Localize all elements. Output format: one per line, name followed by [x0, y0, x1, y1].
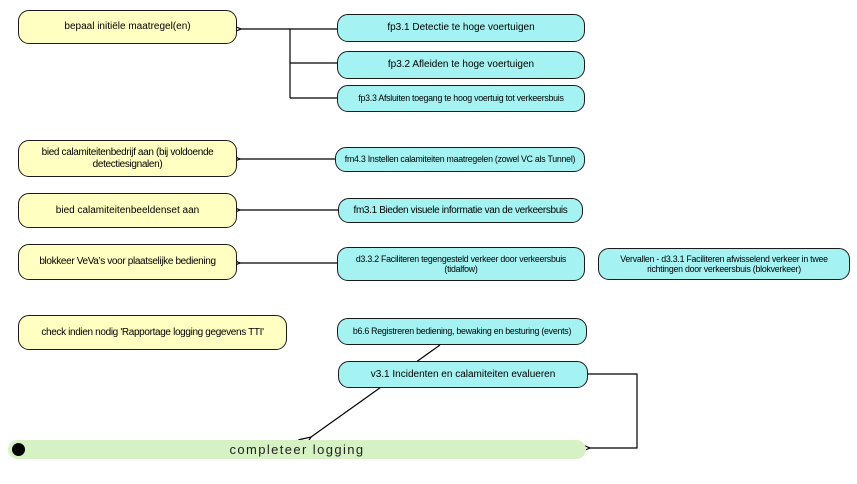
- node-check-rapportage-logging[interactable]: check indien nodig 'Rapportage logging g…: [18, 315, 287, 350]
- node-bepaal-initiele-maatregel[interactable]: bepaal initiële maatregel(en): [18, 10, 237, 44]
- node-v3-1-evalueren[interactable]: v3.1 Incidenten en calamiteiten evaluere…: [338, 361, 588, 388]
- connector-fp31-trunk: [289, 28, 337, 98]
- connector-v31-to-completeer-logging: [588, 373, 638, 448]
- connector-b66-to-completeer-logging: [311, 344, 441, 437]
- node-fp3-3-afsluiten[interactable]: fp3.3 Afsluiten toegang te hoog voertuig…: [337, 85, 585, 112]
- node-bied-calamiteitenbeeldenset[interactable]: bied calamiteitenbeeldenset aan: [18, 193, 237, 228]
- node-fm3-1-bieden-visuele-informatie[interactable]: fm3.1 Bieden visuele informatie van de v…: [338, 198, 583, 223]
- node-blokkeer-veva[interactable]: blokkeer VeVa’s voor plaatselijke bedien…: [18, 244, 237, 280]
- node-fp3-2-afleiden[interactable]: fp3.2 Afleiden te hoge voertuigen: [337, 51, 585, 79]
- initial-node-icon[interactable]: [12, 443, 25, 456]
- final-node-completeer-logging[interactable]: completeer logging: [8, 440, 586, 459]
- node-fm4-3-instellen[interactable]: fm4.3 Instellen calamiteiten maatregelen…: [335, 147, 585, 172]
- node-fp3-1-detectie[interactable]: fp3.1 Detectie te hoge voertuigen: [337, 14, 585, 42]
- node-vervallen-d3-3-1[interactable]: Vervallen - d3.3.1 Faciliteren afwissele…: [598, 248, 850, 280]
- node-b6-6-registreren[interactable]: b6.6 Registreren bediening, bewaking en …: [337, 318, 587, 345]
- node-d3-3-2-tegengesteld-verkeer[interactable]: d3.3.2 Faciliteren tegengesteld verkeer …: [337, 247, 585, 281]
- node-bied-calamiteitenbedrijf[interactable]: bied calamiteitenbedrijf aan (bij voldoe…: [18, 140, 237, 177]
